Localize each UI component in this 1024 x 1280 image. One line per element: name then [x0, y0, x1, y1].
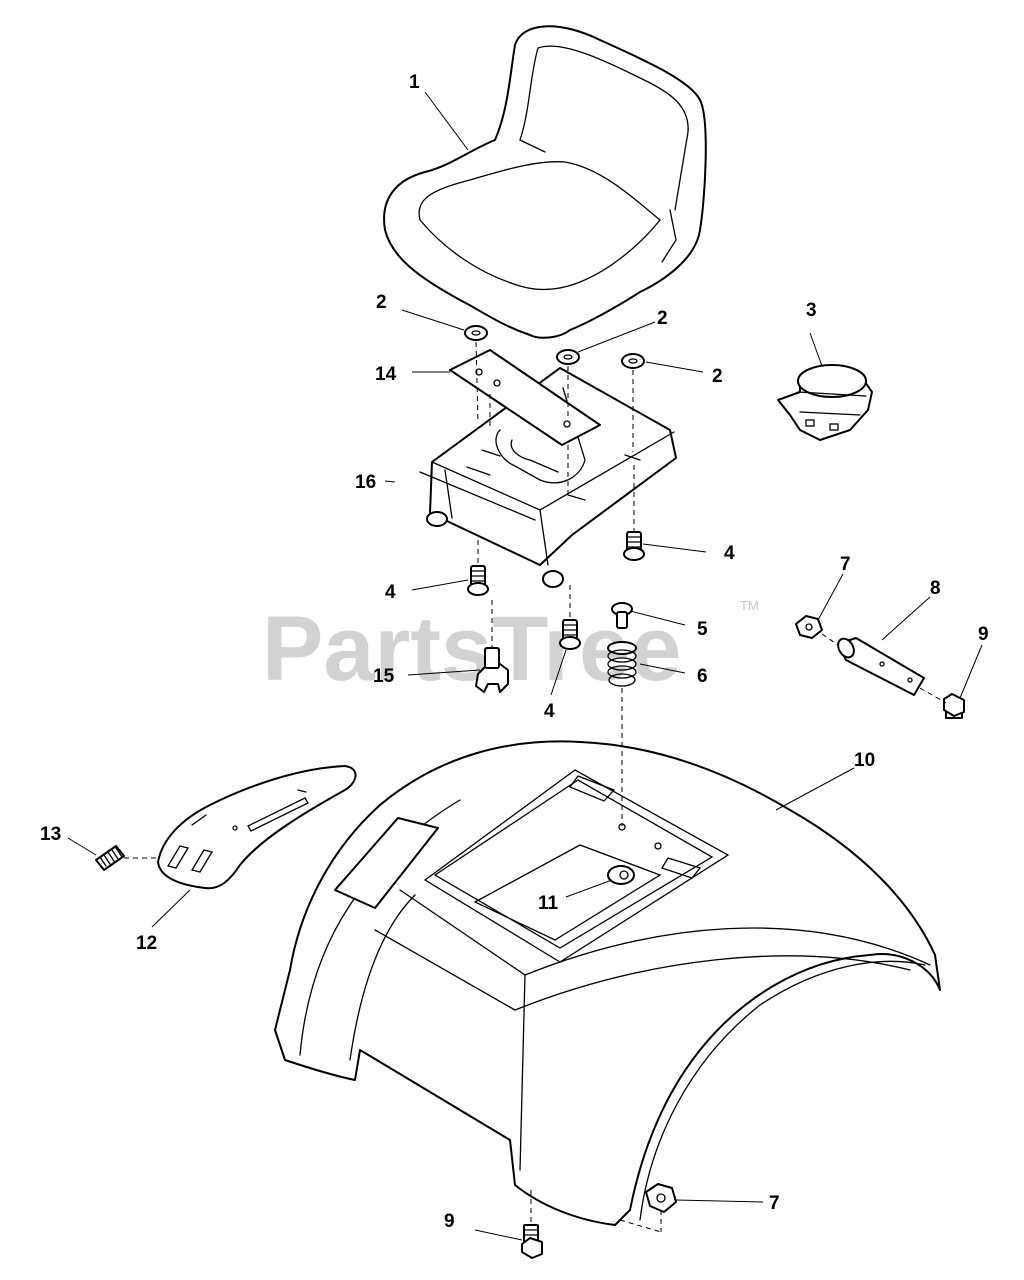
- callout-8: 8: [930, 578, 941, 599]
- callout-labels: 1 2 2 2 3 14 16 4 4 4 5 6 15 7 8 9 10 11…: [40, 72, 989, 1232]
- callout-2c: 2: [712, 366, 723, 387]
- callout-3: 3: [806, 300, 817, 321]
- part-switch[interactable]: [777, 364, 873, 441]
- part-bolt-c[interactable]: [623, 531, 645, 561]
- callout-7b: 7: [769, 1193, 780, 1214]
- callout-4c: 4: [724, 543, 735, 564]
- part-seat[interactable]: [383, 25, 707, 339]
- part-fender[interactable]: [274, 740, 941, 1226]
- watermark-trademark: TM: [740, 598, 759, 613]
- callout-4b: 4: [544, 701, 555, 722]
- callout-16: 16: [355, 472, 376, 493]
- callout-2a: 2: [376, 292, 387, 313]
- part-pin[interactable]: [835, 636, 925, 696]
- assembly-lines: [124, 341, 947, 1233]
- callout-10: 10: [854, 750, 875, 771]
- callout-2b: 2: [657, 308, 668, 329]
- part-spacer-c[interactable]: [621, 353, 645, 369]
- part-spacer-a[interactable]: [464, 325, 488, 341]
- callout-1: 1: [409, 72, 420, 93]
- part-spacer-b[interactable]: [556, 349, 580, 365]
- callout-14: 14: [375, 364, 397, 385]
- callout-12: 12: [136, 933, 157, 954]
- part-screw[interactable]: [611, 602, 633, 629]
- callout-6: 6: [697, 666, 708, 687]
- part-control-plate[interactable]: [157, 765, 357, 890]
- part-bolt-b[interactable]: [559, 619, 581, 650]
- callout-15: 15: [373, 666, 395, 687]
- part-nut-a[interactable]: [795, 615, 823, 639]
- part-seat-bracket[interactable]: [419, 367, 677, 588]
- callout-9b: 9: [444, 1211, 455, 1232]
- callout-11: 11: [538, 893, 559, 914]
- callout-13: 13: [40, 824, 61, 845]
- callout-4a: 4: [385, 582, 396, 603]
- callout-5: 5: [697, 619, 708, 640]
- part-spring[interactable]: [607, 641, 637, 687]
- callout-9a: 9: [978, 624, 989, 645]
- part-bolt-a[interactable]: [467, 565, 489, 596]
- part-clip[interactable]: [475, 647, 509, 693]
- part-nut-b[interactable]: [645, 1183, 677, 1213]
- part-plate[interactable]: [449, 349, 601, 446]
- leader-lines: [67, 91, 983, 1241]
- part-bolt-9a[interactable]: [943, 693, 965, 719]
- part-small-spring[interactable]: [95, 845, 125, 871]
- part-bolt-9b[interactable]: [521, 1224, 543, 1259]
- callout-7a: 7: [840, 554, 851, 575]
